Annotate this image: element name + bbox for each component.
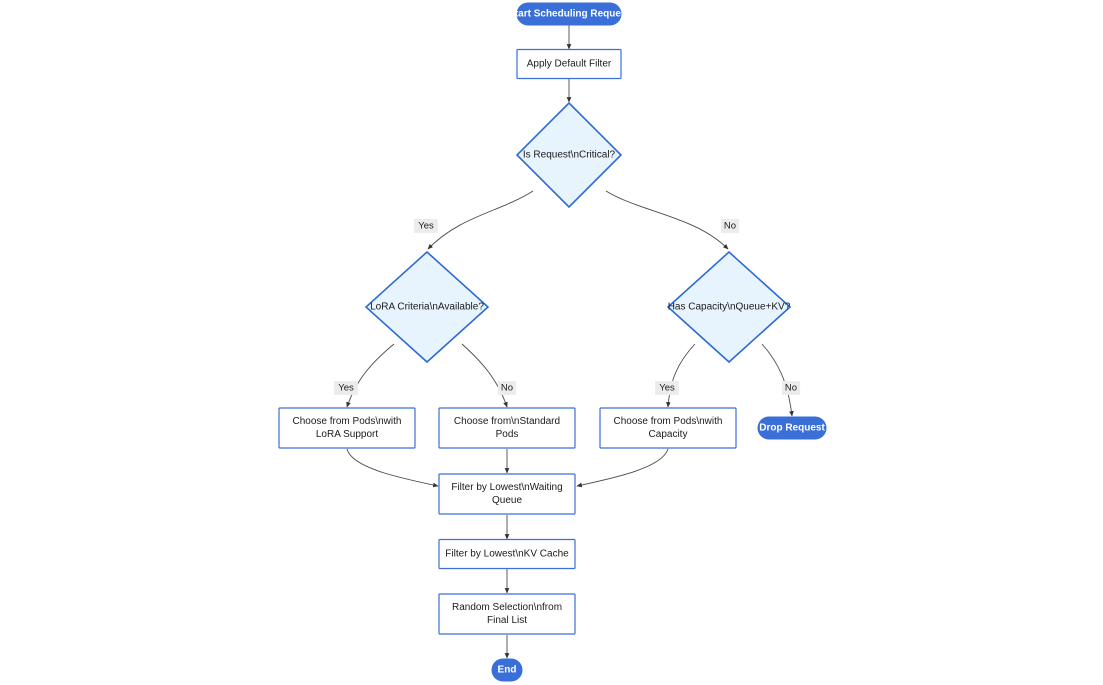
edge-label-background: [497, 381, 517, 395]
flow-edge: [761, 343, 794, 417]
flow-edge: [605, 190, 729, 250]
process-shape: [438, 538, 576, 570]
flow-edge: [346, 343, 395, 408]
edge-label-e-capacity-no-drop: No: [781, 381, 801, 395]
edge-label-background: [655, 381, 679, 395]
terminal-shape: [491, 658, 523, 682]
flow-edge: [346, 448, 439, 488]
node-end[interactable]: End: [491, 658, 523, 682]
node-start[interactable]: Start Scheduling Request: [508, 2, 631, 26]
edge-label-e-lora-no-standard: No: [497, 381, 517, 395]
edge-label-background: [781, 381, 801, 395]
flow-edge: [666, 343, 696, 408]
decision-shape: [666, 250, 792, 364]
node-drop-request[interactable]: Drop Request: [757, 416, 827, 440]
node-filter-lowest-kv-cache[interactable]: Filter by Lowest\nKV Cache: [438, 538, 576, 570]
flow-edge: [576, 448, 669, 488]
process-shape: [278, 407, 416, 449]
edge-label-background: [414, 219, 438, 233]
node-apply-default-filter[interactable]: Apply Default Filter: [516, 48, 622, 80]
flow-edge: [461, 343, 508, 408]
node-lora-criteria-available[interactable]: LoRA Criteria\nAvailable?: [364, 250, 490, 364]
edge-label-e-critical-yes-lora: Yes: [414, 219, 438, 233]
edge-label-background: [334, 381, 358, 395]
terminal-shape: [757, 416, 827, 440]
process-shape: [438, 407, 576, 449]
process-shape: [516, 48, 622, 80]
edge-label-e-lora-yes-podslora: Yes: [334, 381, 358, 395]
edge-label-e-capacity-yes-podscap: Yes: [655, 381, 679, 395]
node-has-capacity-queue-kv[interactable]: Has Capacity\nQueue+KV?: [666, 250, 792, 364]
terminal-shape: [516, 2, 622, 26]
edge-label-background: [720, 219, 740, 233]
process-shape: [438, 593, 576, 635]
edge-label-e-critical-no-capacity: No: [720, 219, 740, 233]
decision-shape: [364, 250, 490, 364]
flow-edge: [427, 190, 534, 250]
process-shape: [599, 407, 737, 449]
edge-layer: [346, 25, 794, 659]
decision-shape: [515, 101, 623, 209]
process-shape: [438, 473, 576, 515]
